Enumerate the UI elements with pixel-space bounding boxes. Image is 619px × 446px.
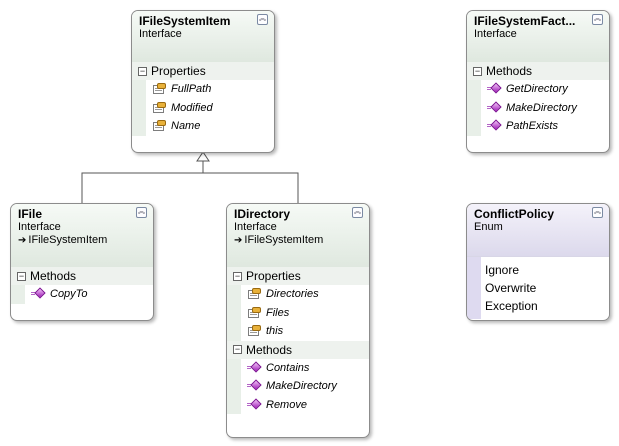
- shape-title: IFileSystemFact...: [474, 14, 576, 28]
- method-item[interactable]: PathExists: [467, 117, 609, 136]
- shape-stereotype: Interface: [18, 221, 61, 233]
- inherits-arrow-icon: ➔: [18, 235, 27, 246]
- methods-section-header[interactable]: − Methods: [11, 267, 153, 285]
- method-item[interactable]: MakeDirectory: [227, 377, 369, 396]
- member-name: Name: [171, 120, 201, 133]
- property-item[interactable]: Modified: [132, 99, 274, 118]
- member-name: Contains: [266, 361, 310, 374]
- shape-title: IFileSystemItem: [139, 14, 231, 28]
- methods-section-header[interactable]: − Methods: [227, 340, 369, 359]
- method-item[interactable]: Contains: [227, 359, 369, 378]
- method-icon: [487, 101, 502, 114]
- ifilesystemfactory-header[interactable]: IFileSystemFact... Interface ︽: [467, 11, 609, 62]
- method-item[interactable]: MakeDirectory: [467, 99, 609, 118]
- ifilesystemfactory-shape[interactable]: IFileSystemFact... Interface ︽ − Methods…: [466, 10, 610, 153]
- method-icon: [247, 361, 262, 374]
- inherits-arrow-icon: ➔: [234, 235, 243, 246]
- collapse-shape-icon[interactable]: ︽: [592, 207, 603, 218]
- property-icon: [152, 120, 166, 132]
- conflictpolicy-shape[interactable]: ConflictPolicy Enum ︽ Ignore Overwrite E…: [466, 203, 610, 321]
- shape-title: ConflictPolicy: [474, 207, 555, 221]
- collapse-shape-icon[interactable]: ︽: [352, 207, 363, 218]
- ifile-shape[interactable]: IFile Interface ➔IFileSystemItem ︽ − Met…: [10, 203, 154, 321]
- shape-title: IFile: [18, 207, 43, 221]
- idirectory-shape[interactable]: IDirectory Interface ➔IFileSystemItem ︽ …: [226, 203, 370, 438]
- conflictpolicy-header[interactable]: ConflictPolicy Enum ︽: [467, 204, 609, 256]
- property-item[interactable]: FullPath: [132, 80, 274, 99]
- method-item[interactable]: GetDirectory: [467, 80, 609, 99]
- collapse-section-icon[interactable]: −: [17, 271, 26, 281]
- property-icon: [247, 325, 261, 337]
- member-name: Remove: [266, 398, 307, 411]
- enum-value[interactable]: Ignore: [485, 263, 520, 277]
- ifile-inheritance-line: [81, 172, 203, 203]
- collapse-shape-icon[interactable]: ︽: [136, 207, 147, 218]
- member-name: Modified: [171, 101, 213, 114]
- member-name: FullPath: [171, 83, 212, 96]
- section-label: Methods: [30, 269, 77, 283]
- shape-title: IDirectory: [234, 207, 291, 221]
- methods-section-header[interactable]: − Methods: [467, 62, 609, 80]
- method-icon: [247, 398, 262, 411]
- property-icon: [152, 83, 166, 95]
- enum-value[interactable]: Overwrite: [485, 281, 537, 295]
- member-name: PathExists: [506, 120, 558, 133]
- property-icon: [247, 306, 261, 319]
- method-item[interactable]: Remove: [227, 396, 369, 415]
- member-name: GetDirectory: [506, 83, 568, 96]
- collapse-shape-icon[interactable]: ︽: [257, 14, 268, 25]
- shape-stereotype: Enum: [474, 221, 503, 233]
- method-icon: [247, 379, 262, 392]
- collapse-section-icon[interactable]: −: [473, 66, 482, 76]
- member-name: this: [266, 325, 284, 338]
- base-interface-name: IFileSystemItem: [244, 234, 324, 246]
- method-icon: [31, 287, 46, 300]
- ifilesystemitem-header[interactable]: IFileSystemItem Interface ︽: [132, 11, 274, 62]
- property-icon: [152, 101, 166, 114]
- section-label: Properties: [151, 64, 206, 78]
- shape-stereotype: Interface: [234, 221, 277, 233]
- idirectory-header[interactable]: IDirectory Interface ➔IFileSystemItem ︽: [227, 204, 369, 267]
- shape-stereotype: Interface: [139, 28, 182, 40]
- inheritance-arrowhead: [196, 151, 210, 162]
- base-interface: ➔IFileSystemItem: [234, 234, 363, 249]
- method-icon: [487, 82, 502, 95]
- member-name: CopyTo: [50, 288, 88, 301]
- idirectory-inheritance-line: [203, 172, 299, 203]
- shape-stereotype: Interface: [474, 28, 517, 40]
- enum-value[interactable]: Exception: [485, 299, 538, 313]
- property-item[interactable]: Files: [227, 304, 369, 323]
- collapse-section-icon[interactable]: −: [233, 345, 242, 354]
- method-icon: [487, 119, 502, 132]
- section-label: Methods: [486, 64, 533, 78]
- collapse-section-icon[interactable]: −: [138, 66, 147, 76]
- property-icon: [247, 288, 261, 300]
- section-label: Methods: [246, 342, 293, 357]
- property-item[interactable]: this: [227, 322, 369, 341]
- property-item[interactable]: Name: [132, 117, 274, 136]
- member-name: MakeDirectory: [266, 380, 337, 393]
- base-interface: ➔IFileSystemItem: [18, 234, 147, 249]
- ifilesystemitem-shape[interactable]: IFileSystemItem Interface ︽ − Properties…: [131, 10, 275, 153]
- properties-section-header[interactable]: − Properties: [227, 267, 369, 285]
- method-item[interactable]: CopyTo: [11, 285, 153, 304]
- member-name: MakeDirectory: [506, 101, 577, 114]
- base-interface-name: IFileSystemItem: [28, 234, 108, 246]
- member-name: Files: [266, 306, 290, 319]
- collapse-section-icon[interactable]: −: [233, 271, 242, 281]
- collapse-shape-icon[interactable]: ︽: [592, 14, 603, 25]
- properties-section-header[interactable]: − Properties: [132, 62, 274, 80]
- section-label: Properties: [246, 269, 301, 283]
- property-item[interactable]: Directories: [227, 285, 369, 304]
- member-name: Directories: [266, 288, 319, 301]
- ifile-header[interactable]: IFile Interface ➔IFileSystemItem ︽: [11, 204, 153, 267]
